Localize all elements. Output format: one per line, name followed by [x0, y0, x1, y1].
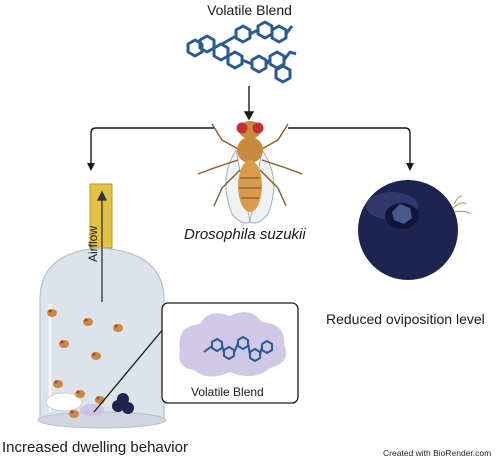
airflow-label: Airflow	[86, 225, 100, 262]
blueberry-icon	[358, 180, 471, 280]
outcome-dwelling-label: Increased dwelling behavior	[2, 439, 188, 456]
fly-icon	[197, 121, 303, 224]
diagram-title: Volatile Blend	[207, 2, 292, 18]
molecule-cluster-icon	[186, 20, 297, 84]
inset-connector	[93, 327, 165, 413]
credit-label: Created with BioRender.com	[383, 448, 492, 458]
inset-box	[161, 302, 299, 404]
arrow-head-right	[406, 163, 414, 171]
species-label: Drosophila suzukii	[184, 226, 306, 243]
inset-label: Volatile Blend	[191, 385, 264, 399]
airflow-arrow-icon	[96, 190, 108, 302]
arrow-head-left	[87, 163, 95, 171]
outcome-oviposition-label: Reduced oviposition level	[326, 311, 485, 327]
branch-arrows	[90, 127, 411, 164]
blend-to-fly-arrow	[243, 86, 255, 121]
bell-jar-icon	[37, 183, 167, 429]
